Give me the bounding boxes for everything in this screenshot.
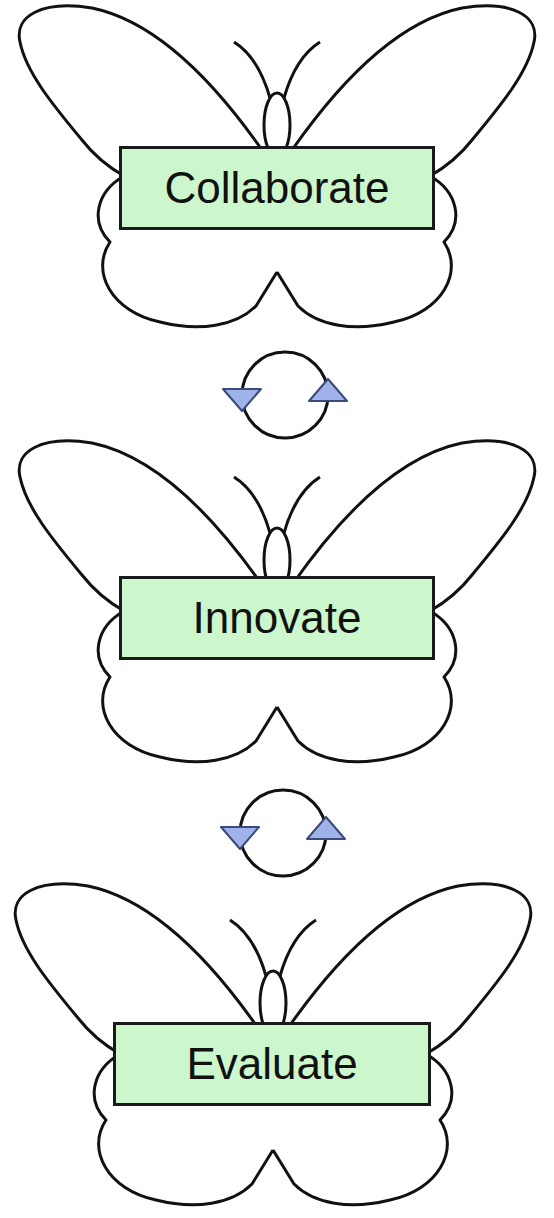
butterfly-outline	[15, 884, 531, 1205]
box-label: Innovate	[193, 594, 362, 642]
butterfly-outline	[19, 6, 535, 327]
cycle-symbol	[223, 352, 347, 438]
box-label: Evaluate	[186, 1040, 357, 1088]
process-box: Evaluate	[113, 1022, 431, 1106]
box-label: Collaborate	[164, 164, 389, 212]
cycle-symbol	[221, 790, 345, 876]
process-box: Collaborate	[119, 146, 435, 230]
butterfly-outline	[19, 441, 535, 762]
process-box: Innovate	[119, 576, 435, 660]
